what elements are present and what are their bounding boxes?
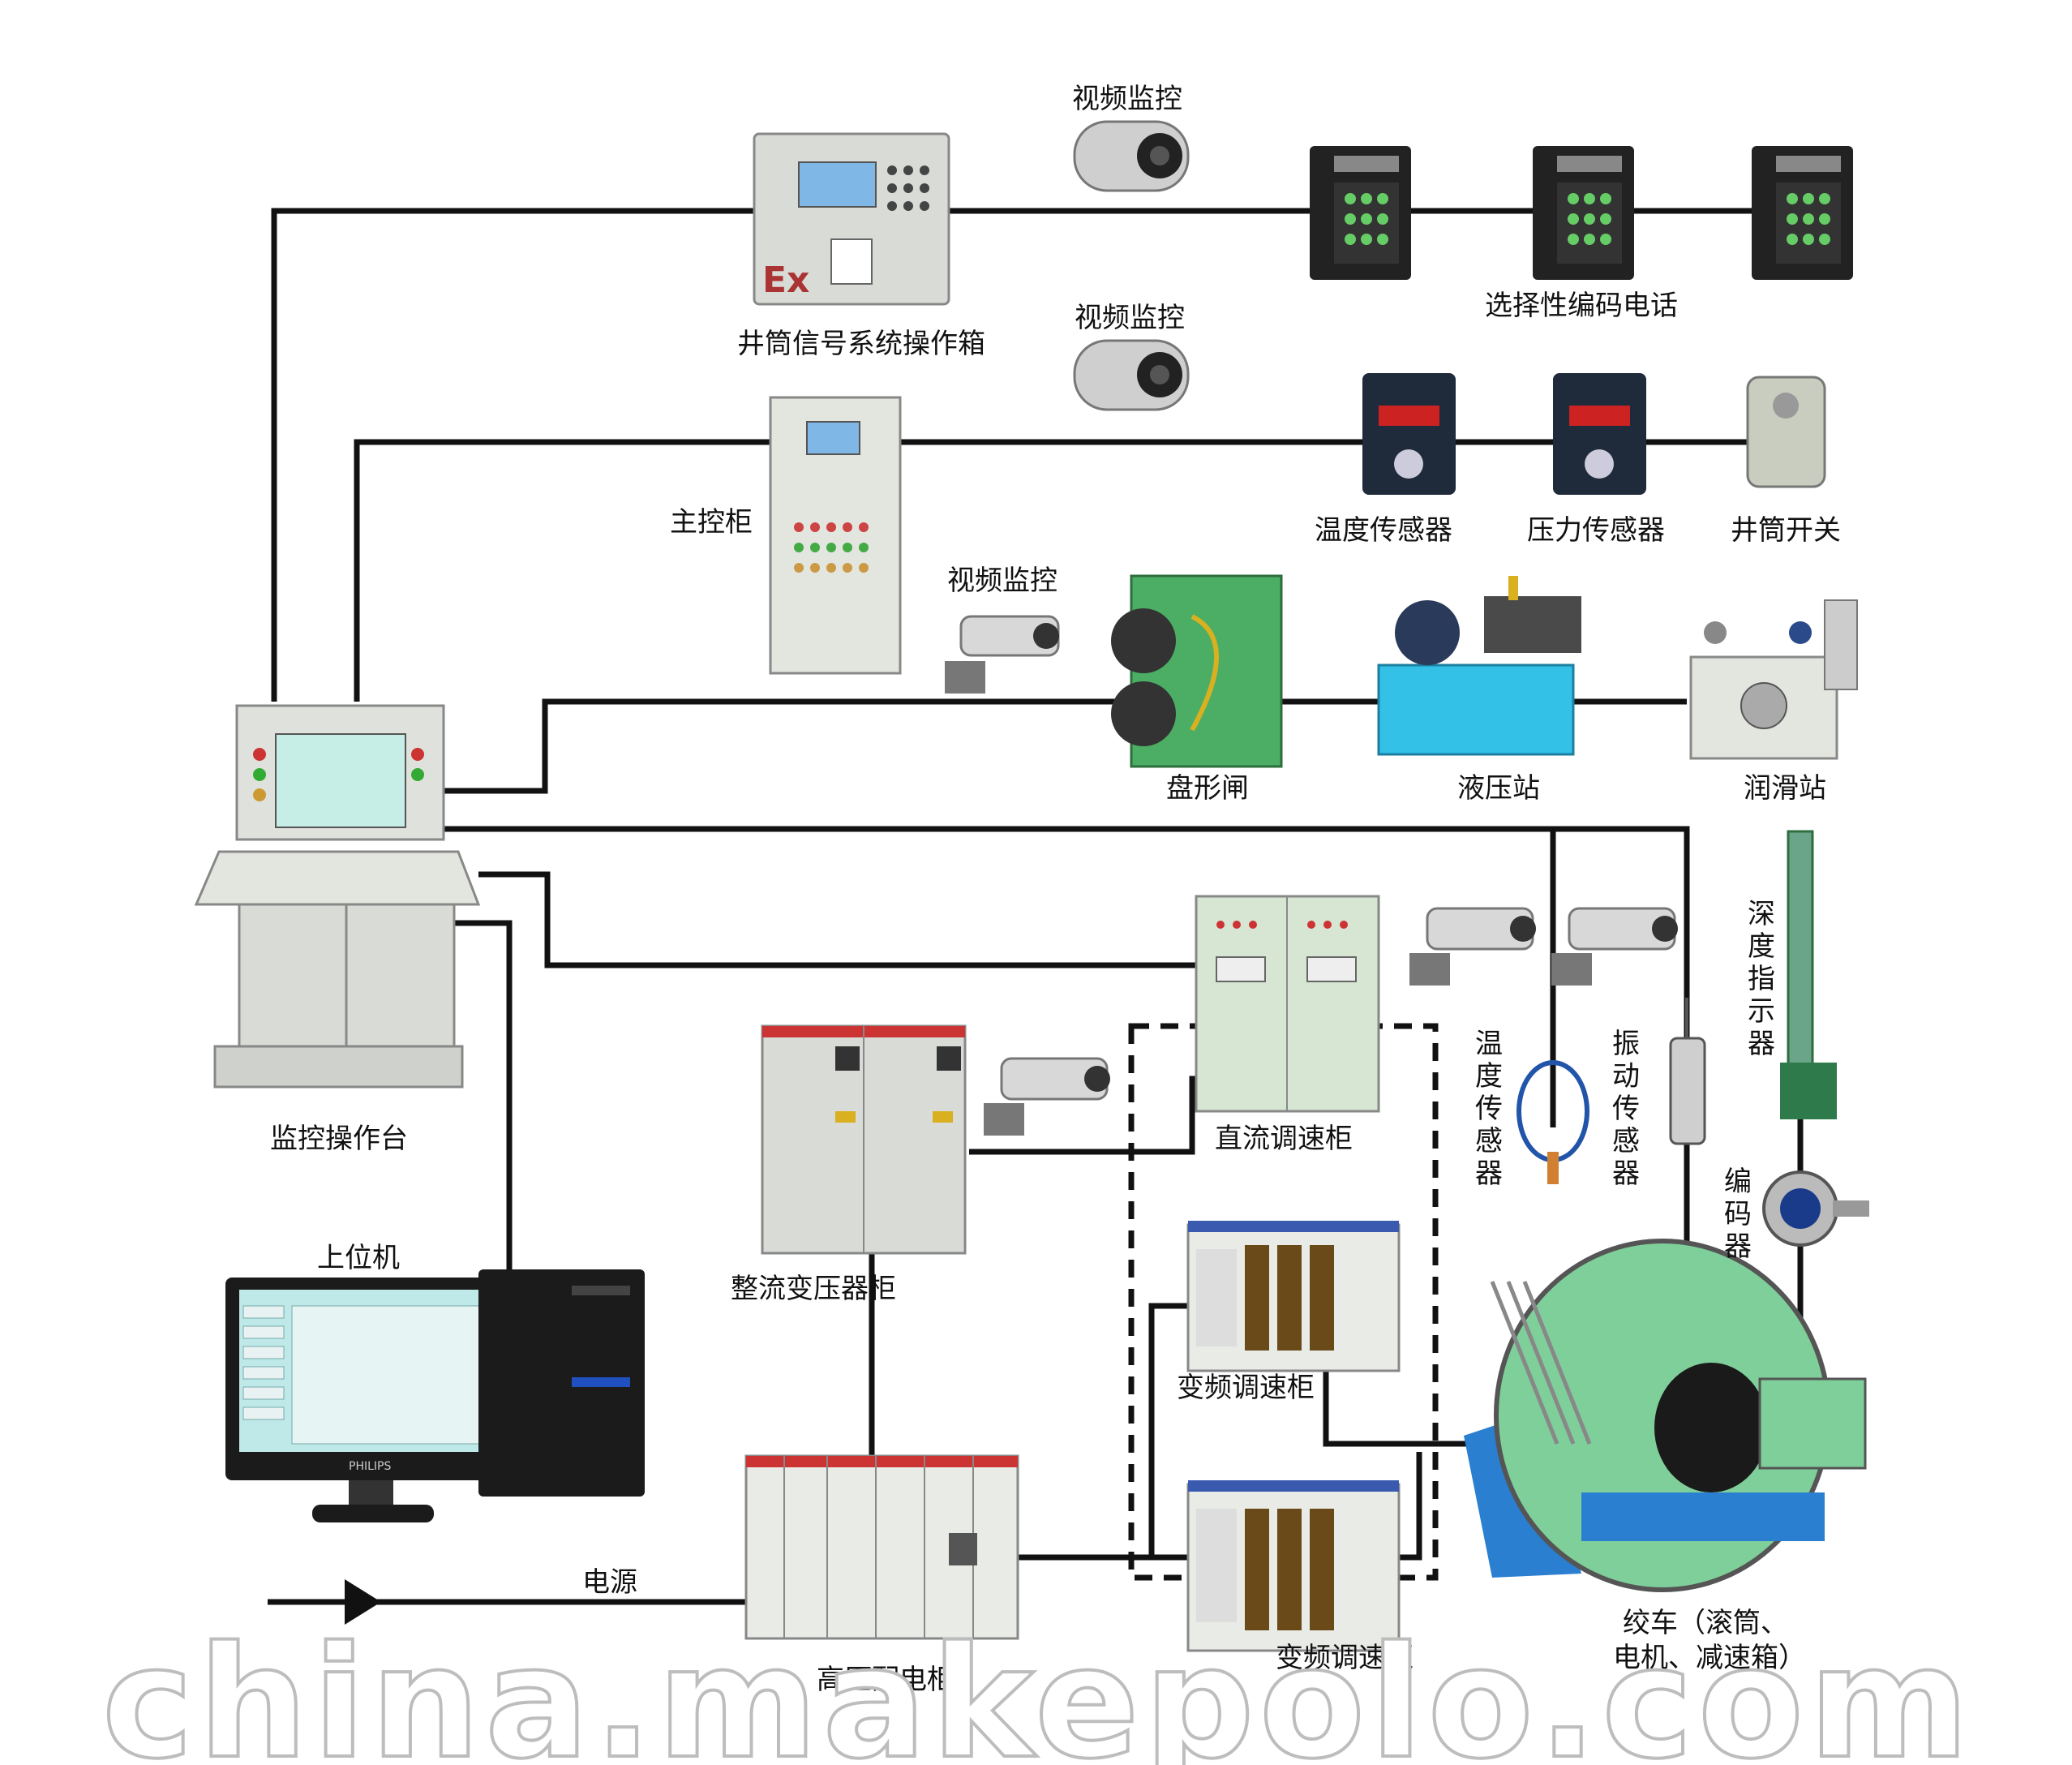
- label-video-2: 视频监控: [1075, 302, 1185, 334]
- bullet-camera-1[interactable]: [945, 615, 1060, 694]
- svg-text:编: 编: [1724, 1166, 1752, 1198]
- label-rectifier-cabinet: 整流变压器柜: [731, 1273, 896, 1305]
- svg-text:感: 感: [1612, 1125, 1640, 1157]
- dc-speed-cabinet[interactable]: [1195, 895, 1380, 1113]
- label-hoist-line2: 电机、减速箱）: [1613, 1642, 1806, 1674]
- svg-text:振: 振: [1612, 1028, 1640, 1060]
- wire-fourth: [442, 826, 1690, 1428]
- svg-text:码: 码: [1724, 1198, 1752, 1230]
- label-lube-station: 润滑站: [1744, 772, 1826, 805]
- label-dc-speed-cabinet: 直流调速柜: [1215, 1123, 1353, 1155]
- wire-top-row: [271, 208, 1776, 702]
- svg-text:指: 指: [1748, 963, 1775, 995]
- power-arrow-icon: [345, 1579, 381, 1625]
- label-hv-cabinet: 高压配电柜: [817, 1664, 954, 1696]
- monitor-brand: PHILIPS: [349, 1460, 391, 1473]
- label-vfd-cabinet-2: 变频调速柜: [1276, 1642, 1414, 1674]
- hoist-winch[interactable]: [1464, 1239, 1867, 1592]
- svg-text:度: 度: [1748, 930, 1775, 963]
- svg-text:器: 器: [1612, 1157, 1640, 1190]
- svg-text:传: 传: [1475, 1093, 1503, 1125]
- encoder-device[interactable]: [1762, 1170, 1869, 1247]
- svg-text:传: 传: [1612, 1093, 1640, 1125]
- label-hoist-line1: 绞车（滚筒、: [1623, 1607, 1788, 1639]
- label-shaft-switch: 井筒开关: [1731, 514, 1841, 547]
- label-vibration-sensor: 振 动 传 感 器: [1612, 1028, 1640, 1190]
- label-vfd-cabinet-1: 变频调速柜: [1177, 1372, 1315, 1404]
- temperature-sensor-device[interactable]: [1362, 373, 1456, 495]
- label-temp-sensor: 温度传感器: [1315, 514, 1452, 547]
- coded-phone-1[interactable]: [1310, 146, 1411, 280]
- wire-vfd-loop: [1148, 1303, 1188, 1561]
- svg-text:动: 动: [1612, 1060, 1640, 1093]
- bullet-camera-4[interactable]: [984, 1057, 1110, 1136]
- label-pressure-sensor: 压力传感器: [1527, 514, 1665, 547]
- svg-text:器: 器: [1724, 1230, 1752, 1263]
- wire-host-pc: [454, 920, 513, 1282]
- label-video-3: 视频监控: [947, 565, 1057, 597]
- vfd-cabinet-1[interactable]: [1186, 1221, 1401, 1372]
- coded-phone-2[interactable]: [1533, 146, 1634, 280]
- watermark: china.makepolo.com: [102, 1613, 1975, 1765]
- lubrication-station-device[interactable]: [1689, 599, 1858, 760]
- rectifier-transformer-cabinet[interactable]: [761, 1024, 967, 1255]
- label-temp-vertical: 温 度 传 感 器: [1475, 1028, 1503, 1190]
- depth-indicator-device[interactable]: [1780, 830, 1837, 1119]
- svg-text:温: 温: [1475, 1028, 1503, 1060]
- disc-brake-device[interactable]: [1111, 574, 1283, 768]
- wire-second-row: [354, 439, 1776, 702]
- vibration-sensor-device[interactable]: [1669, 998, 1706, 1145]
- label-console: 监控操作台: [270, 1123, 408, 1155]
- host-pc[interactable]: PHILIPS: [225, 1269, 645, 1522]
- main-control-cabinet[interactable]: [769, 396, 902, 675]
- hv-distribution-cabinet[interactable]: [744, 1454, 1019, 1640]
- ex-mark: Ex: [762, 260, 809, 301]
- shaft-switch-device[interactable]: [1746, 376, 1826, 488]
- label-shaft-signal-box: 井筒信号系统操作箱: [737, 328, 985, 360]
- svg-text:度: 度: [1475, 1060, 1503, 1093]
- wire-vfd1-hoist: [1323, 1371, 1492, 1447]
- svg-text:示: 示: [1748, 995, 1775, 1028]
- shaft-signal-box[interactable]: Ex: [753, 132, 950, 306]
- label-power: 电源: [582, 1566, 637, 1599]
- label-main-cabinet: 主控柜: [670, 506, 753, 539]
- dome-camera-1[interactable]: [1073, 120, 1190, 192]
- svg-text:器: 器: [1475, 1157, 1503, 1190]
- dome-camera-2[interactable]: [1073, 339, 1190, 411]
- svg-text:感: 感: [1475, 1125, 1503, 1157]
- bullet-camera-2[interactable]: [1409, 907, 1536, 986]
- label-depth-indicator: 深 度 指 示 器: [1748, 898, 1775, 1060]
- wire-dc-cabinet: [478, 871, 1196, 968]
- label-encoder: 编 码 器: [1724, 1166, 1752, 1263]
- hydraulic-station-device[interactable]: [1377, 576, 1581, 756]
- pressure-sensor-device[interactable]: [1553, 373, 1646, 495]
- label-hydraulic-station: 液压站: [1457, 772, 1540, 805]
- monitoring-console[interactable]: [194, 704, 481, 1089]
- label-coded-phone: 选择性编码电话: [1485, 290, 1678, 322]
- svg-text:器: 器: [1748, 1028, 1775, 1060]
- coded-phone-3[interactable]: [1752, 146, 1853, 280]
- wire-vfd2-hoist: [1399, 1452, 1422, 1561]
- label-video-1: 视频监控: [1072, 83, 1182, 115]
- label-host-pc: 上位机: [317, 1242, 400, 1274]
- svg-text:深: 深: [1748, 898, 1775, 930]
- bullet-camera-3[interactable]: [1551, 907, 1678, 986]
- temperature-probe-device[interactable]: [1516, 1060, 1589, 1184]
- label-disc-brake: 盘形闸: [1166, 772, 1249, 805]
- vfd-cabinet-2[interactable]: [1186, 1480, 1401, 1652]
